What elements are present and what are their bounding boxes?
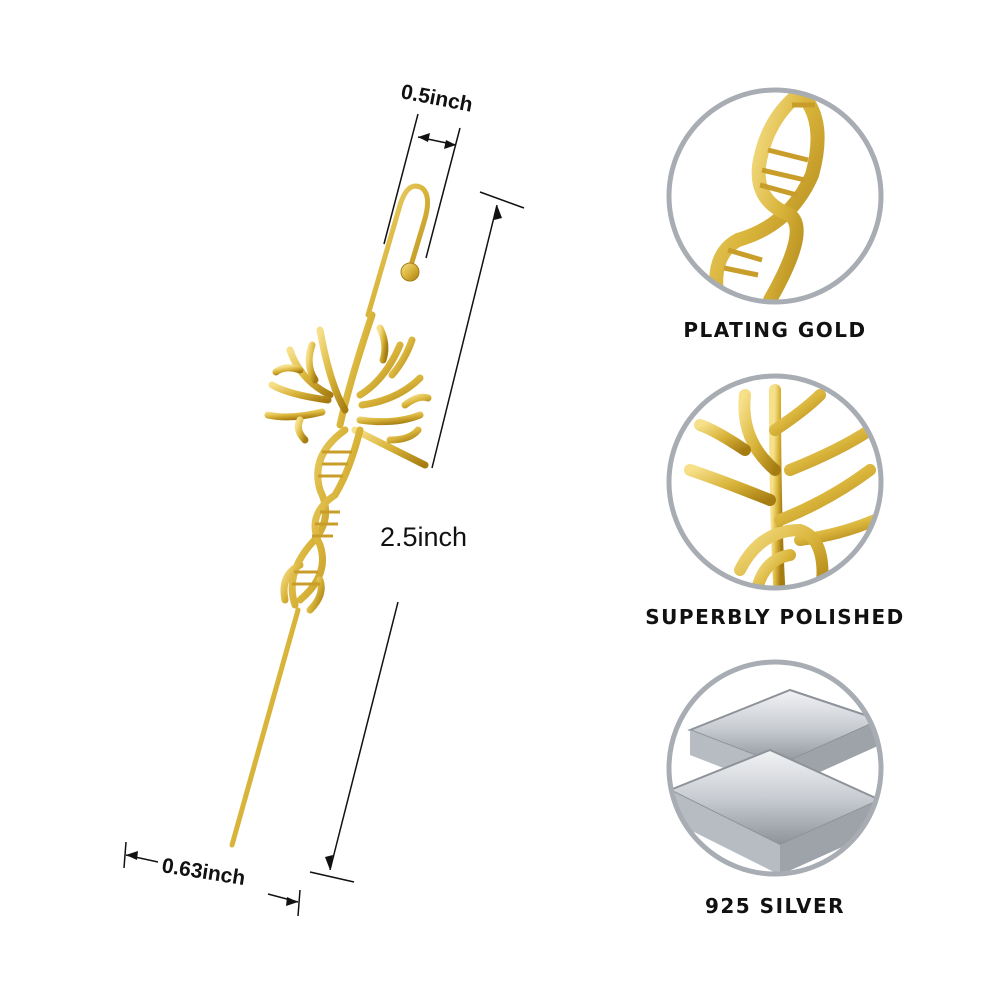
dna-rungs — [292, 450, 352, 586]
feature-image-superbly-polished — [666, 373, 884, 591]
dimension-arrows — [126, 133, 502, 906]
hook — [365, 183, 430, 318]
pin — [229, 607, 301, 848]
dna-helix — [280, 426, 364, 614]
feature-image-plating-gold — [666, 87, 884, 305]
dim-total-length: 2.5inch — [380, 522, 467, 552]
tree-branches-closeup-icon — [684, 384, 881, 588]
feature-label-superbly-polished: SUPERBLY POLISHED — [645, 605, 905, 629]
feature-image-925-silver — [666, 659, 884, 877]
feature-label-plating-gold: PLATING GOLD — [683, 318, 867, 342]
dim-bottom-width: 0.63inch — [160, 854, 247, 890]
tree-branches — [264, 311, 432, 469]
silver-bars-icon — [669, 688, 881, 874]
dim-hook-width: 0.5inch — [399, 80, 474, 116]
ear-cuff-jewelry — [229, 183, 432, 848]
dna-helix-closeup-icon — [709, 90, 825, 302]
feature-label-925-silver: 925 SILVER — [704, 894, 846, 918]
hook-ball — [400, 262, 420, 282]
